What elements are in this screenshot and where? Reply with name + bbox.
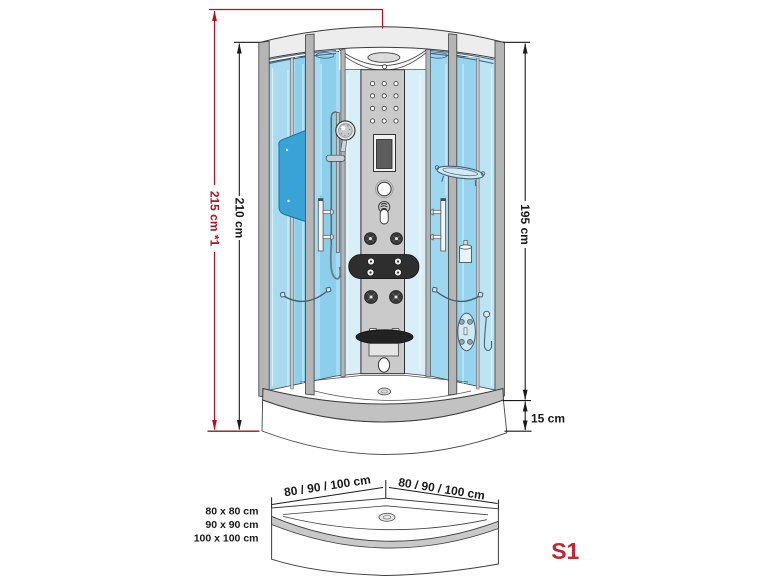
svg-text:15 cm: 15 cm [531,412,565,426]
svg-text:80 x 80 cm: 80 x 80 cm [205,506,258,518]
svg-text:210 cm: 210 cm [233,198,247,239]
svg-text:215 cm *1: 215 cm *1 [207,191,221,247]
svg-text:100 x 100 cm: 100 x 100 cm [194,532,259,544]
svg-text:S1: S1 [551,538,579,564]
svg-text:90 x 90 cm: 90 x 90 cm [205,519,258,531]
svg-text:195 cm: 195 cm [518,204,532,245]
